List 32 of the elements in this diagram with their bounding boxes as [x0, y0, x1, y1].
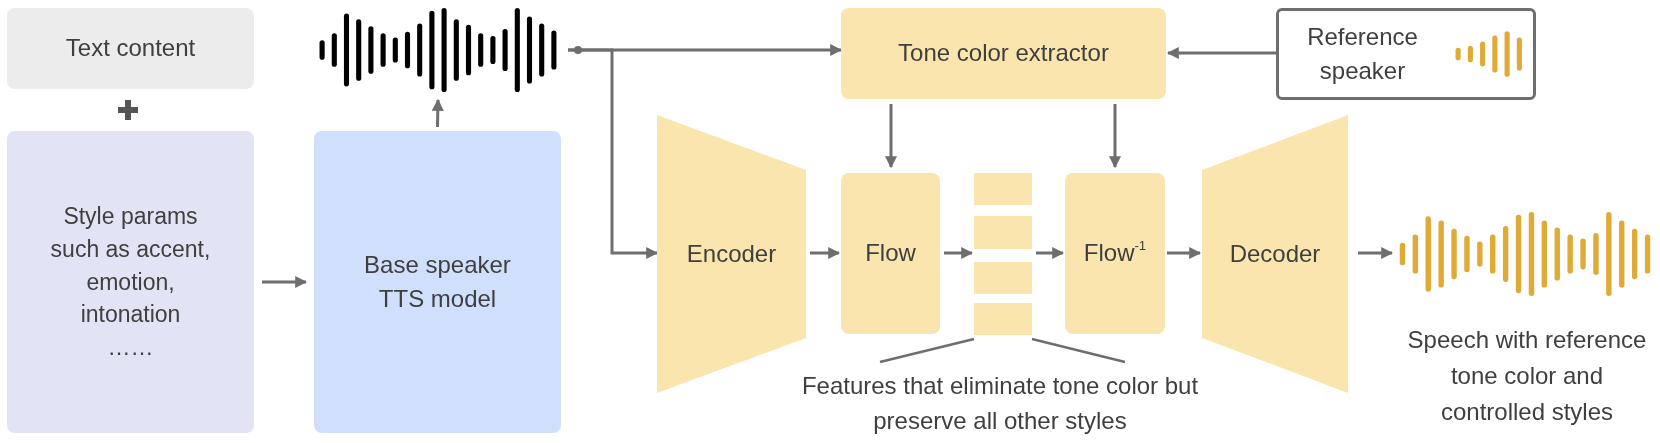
node-label: Text content — [65, 33, 196, 64]
process-box — [1065, 173, 1165, 334]
arrow — [431, 98, 444, 128]
node-label: Encoder — [686, 238, 777, 269]
arrow — [885, 104, 897, 169]
caption-text: Speech with reference tone color and controlled styles — [1406, 325, 1648, 427]
process-box — [841, 173, 940, 334]
arrow — [568, 48, 659, 259]
arrow — [810, 247, 841, 259]
leader-line — [879, 337, 975, 364]
reference-speaker-card — [1276, 8, 1536, 100]
arrow — [1167, 247, 1202, 259]
arrow — [1166, 47, 1276, 59]
node-label: Base speaker TTS model — [363, 249, 512, 314]
process-box — [314, 131, 561, 433]
node-label: Tone color extractor — [898, 38, 1109, 69]
arrow — [262, 276, 308, 288]
node-label: Reference speaker — [1306, 21, 1419, 86]
arrow — [1358, 247, 1394, 259]
input-box — [7, 131, 254, 433]
node-label: Flow$^{-1}$ — [1083, 236, 1147, 269]
arrow — [944, 247, 974, 259]
process-box — [841, 8, 1166, 99]
leader-line — [1031, 337, 1126, 364]
node-label: Flow — [865, 238, 916, 269]
arrow — [1109, 104, 1121, 169]
node-label: Decoder — [1229, 238, 1321, 269]
node-label: Features that eliminate tone color but preserve all other styles — [800, 371, 1200, 436]
feature-stack — [974, 173, 1032, 335]
ellipsis-text: …… — [107, 333, 154, 362]
node-label: Style params such as accent, emotion, intonation — [49, 202, 212, 330]
arrow — [1036, 247, 1065, 259]
